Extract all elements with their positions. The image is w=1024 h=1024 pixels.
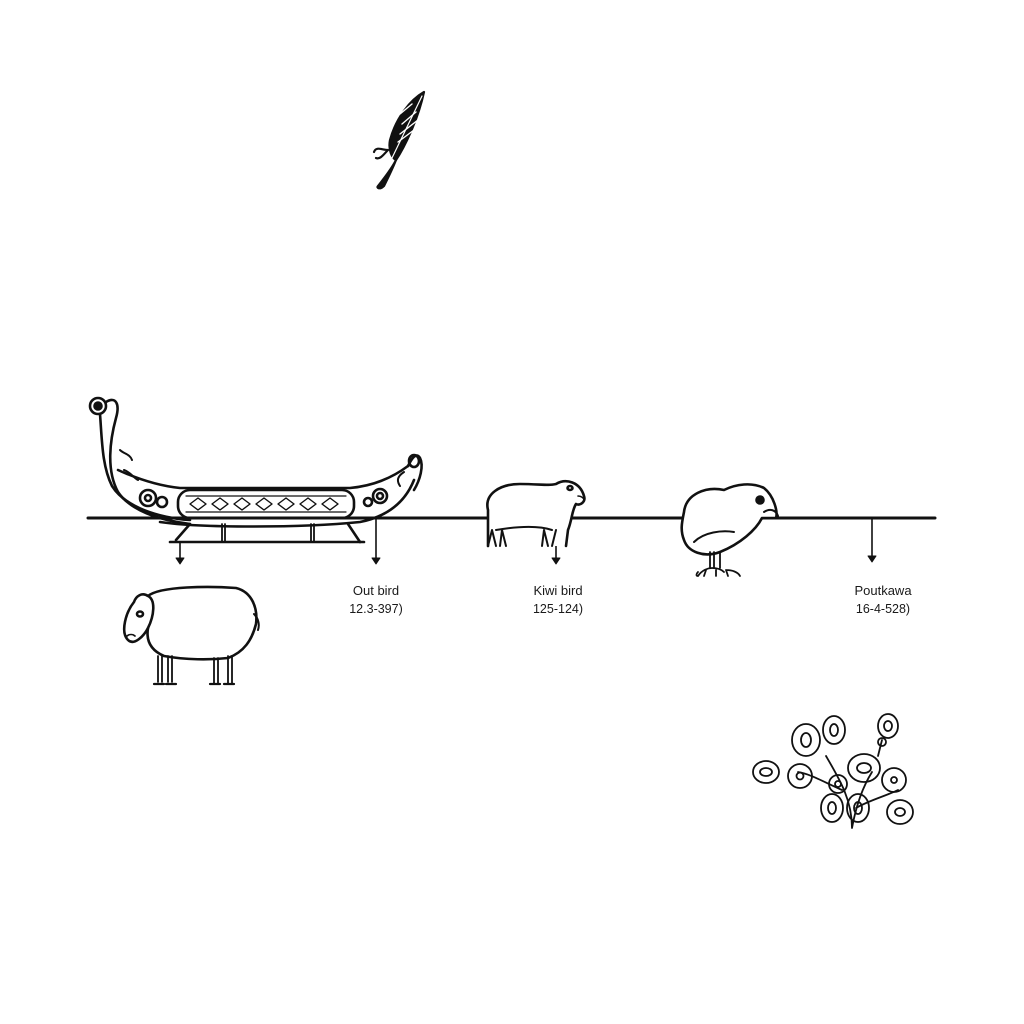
entry-range: 125-124)	[532, 602, 584, 616]
carved-canoe	[88, 396, 423, 565]
sheep-below	[122, 585, 260, 686]
sheep-on-timeline	[486, 480, 586, 548]
timeline-label-out-bird: Out bird 12.3-397)	[336, 582, 416, 618]
timeline-marker-poutkawa	[867, 517, 877, 563]
entry-range: 16-4-528)	[855, 602, 911, 616]
kiwi-bird	[680, 483, 779, 577]
timeline-label-kiwi-bird: Kiwi bird 125-124)	[518, 582, 598, 618]
entry-name: Kiwi bird	[533, 583, 583, 598]
timeline-marker-out-bird	[371, 517, 381, 565]
entry-name: Out bird	[352, 583, 400, 598]
pohutukawa-branch	[752, 713, 914, 829]
timeline-label-poutkawa: Poutkawa 16-4-528)	[838, 582, 928, 618]
entry-name: Poutkawa	[854, 583, 912, 598]
feather-icon	[372, 90, 426, 190]
entry-range: 12.3-397)	[349, 602, 403, 616]
